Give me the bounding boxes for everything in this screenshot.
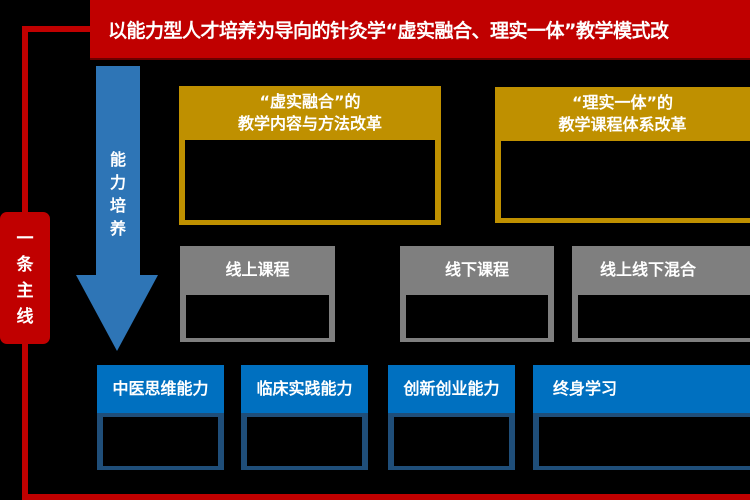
ability-label: 创新创业能力 — [388, 365, 515, 413]
main-line-char: 条 — [16, 255, 34, 275]
reform-line1: “虚实融合”的 — [259, 92, 361, 111]
course-label: 线上线下混合 — [600, 260, 697, 279]
main-line-label: 一 条 主 线 — [0, 212, 50, 344]
ability-arrow-head — [76, 275, 158, 351]
main-line-top — [25, 26, 91, 32]
reform-box-header: “虚实融合”的 教学内容与方法改革 — [179, 86, 441, 135]
arrow-char: 力 — [109, 173, 126, 192]
ability-label: 临床实践能力 — [241, 365, 368, 413]
main-line-char: 主 — [16, 281, 34, 301]
ability-box-body — [247, 417, 362, 466]
arrow-char: 培 — [109, 196, 126, 215]
arrow-char: 养 — [109, 219, 126, 238]
ability-label: 终身学习 — [533, 365, 750, 413]
arrow-char: 能 — [109, 150, 126, 169]
reform-line2: 教学内容与方法改革 — [237, 114, 382, 133]
reform-line2: 教学课程体系改革 — [558, 115, 687, 134]
ability-box-clinical-practice: 临床实践能力 — [241, 365, 368, 470]
course-box-online: 线上课程 — [180, 246, 335, 342]
course-label: 线下课程 — [444, 260, 509, 279]
ability-arrow-label: 能 力 培 养 — [96, 148, 140, 240]
course-box-body — [406, 295, 548, 338]
reform-line1: “理实一体”的 — [571, 93, 674, 112]
title-text: 以能力型人才培养为导向的针灸学“虚实融合、理实一体”教学模式改 — [108, 20, 669, 42]
ability-box-body — [539, 417, 750, 466]
reform-box-content-method: “虚实融合”的 教学内容与方法改革 — [179, 86, 441, 225]
course-box-body — [578, 295, 750, 338]
title-banner: 以能力型人才培养为导向的针灸学“虚实融合、理实一体”教学模式改 — [90, 0, 750, 60]
course-box-blended: 线上线下混合 — [572, 246, 750, 342]
ability-box-lifelong-learning: 终身学习 — [533, 365, 750, 470]
ability-box-body — [394, 417, 509, 466]
ability-arrow-shaft — [96, 66, 140, 276]
course-box-body — [186, 295, 329, 338]
reform-box-curriculum: “理实一体”的 教学课程体系改革 — [495, 87, 750, 223]
reform-box-header: “理实一体”的 教学课程体系改革 — [495, 87, 750, 136]
ability-box-innovation: 创新创业能力 — [388, 365, 515, 470]
ability-box-body — [103, 417, 218, 466]
main-line-char: 一 — [16, 229, 34, 249]
main-line-char: 线 — [16, 307, 34, 327]
ability-box-tcm-thinking: 中医思维能力 — [97, 365, 224, 470]
ability-label: 中医思维能力 — [97, 365, 224, 413]
course-label: 线上课程 — [225, 260, 290, 279]
reform-box-body — [501, 141, 750, 218]
main-line-bottom — [22, 494, 750, 500]
reform-box-body — [185, 140, 435, 220]
course-box-offline: 线下课程 — [400, 246, 554, 342]
